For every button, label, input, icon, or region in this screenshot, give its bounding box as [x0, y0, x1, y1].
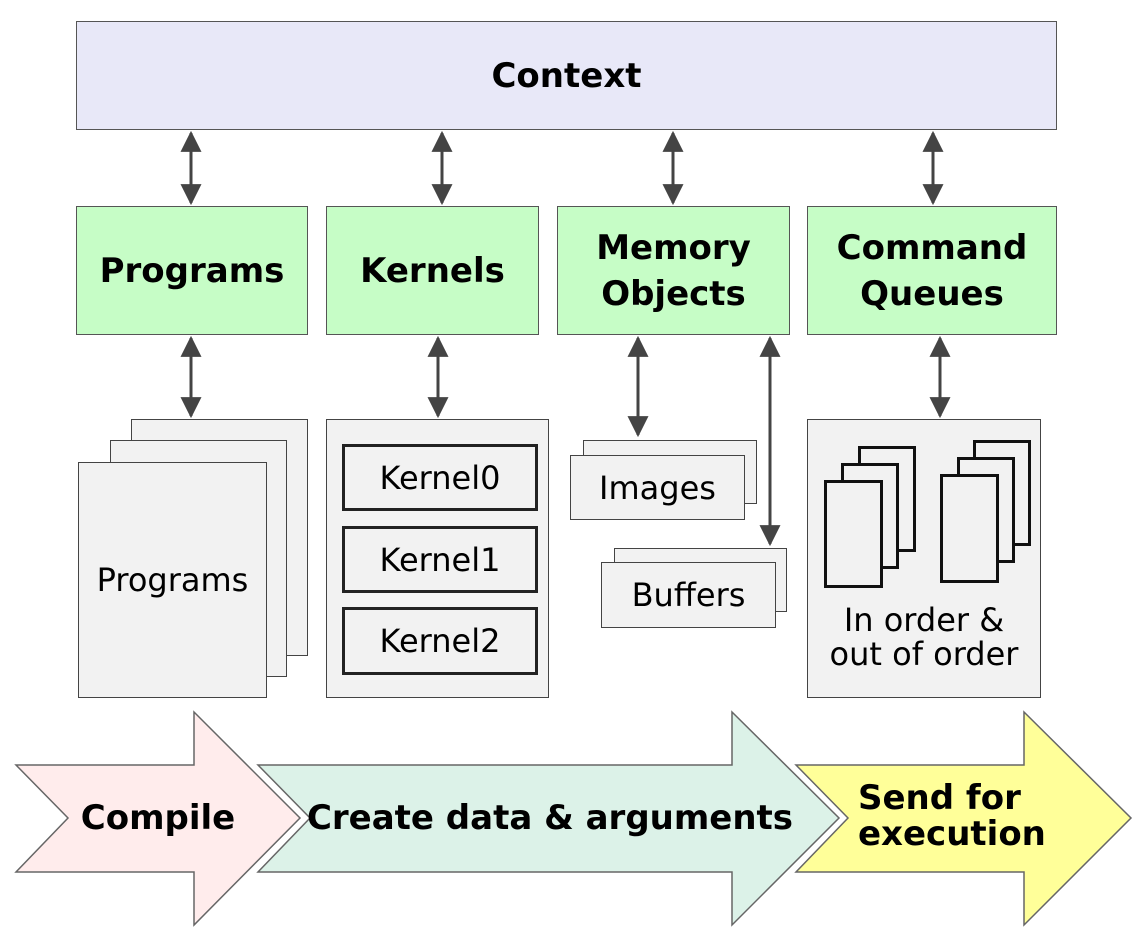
command-queues-label-line1: Command	[836, 227, 1028, 268]
kernel1-label: Kernel1	[379, 540, 501, 579]
send-stage-arrow	[794, 710, 1133, 927]
memory-objects-label-line1: Memory	[596, 227, 751, 268]
queue-order-label: In order & out of order	[807, 603, 1041, 671]
send-stage-label: Send for execution	[858, 780, 1058, 852]
memory-objects-label-line2: Objects	[601, 273, 746, 314]
create-stage-text: Create data & arguments	[306, 798, 794, 838]
command-queues-label-line2: Queues	[860, 273, 1004, 314]
queue-order-line2: out of order	[829, 635, 1019, 673]
context-label: Context	[491, 55, 642, 96]
send-stage-line2: execution	[858, 814, 1046, 854]
kernels-label: Kernels	[360, 250, 505, 291]
compile-stage-arrow	[14, 710, 302, 927]
kernel1-box: Kernel1	[342, 526, 538, 593]
programs-label: Programs	[99, 250, 285, 291]
images-sheet-front: Images	[570, 455, 745, 520]
programs-box: Programs	[76, 206, 308, 335]
create-stage-label: Create data & arguments	[300, 800, 800, 836]
buffers-sheet-front: Buffers	[601, 562, 776, 628]
compile-stage-text: Compile	[80, 798, 236, 838]
command-queues-box: Command Queues	[807, 206, 1057, 335]
images-label: Images	[599, 468, 716, 507]
program-sheet-front: Programs	[78, 462, 267, 698]
memory-objects-box: Memory Objects	[557, 206, 790, 335]
queue1-doc-front	[824, 480, 883, 588]
send-stage-line1: Send for	[858, 778, 1021, 818]
queue2-doc-front	[940, 474, 999, 583]
queue-order-line1: In order &	[843, 601, 1005, 639]
compile-stage-label: Compile	[40, 800, 276, 836]
kernels-box: Kernels	[326, 206, 539, 335]
kernel0-box: Kernel0	[342, 444, 538, 511]
kernel0-label: Kernel0	[379, 458, 501, 497]
kernel2-box: Kernel2	[342, 607, 538, 675]
kernel2-label: Kernel2	[379, 622, 501, 660]
programs-detail-label: Programs	[96, 561, 249, 599]
buffers-label: Buffers	[631, 576, 746, 614]
context-box: Context	[76, 21, 1057, 130]
create-stage-arrow	[256, 710, 841, 927]
